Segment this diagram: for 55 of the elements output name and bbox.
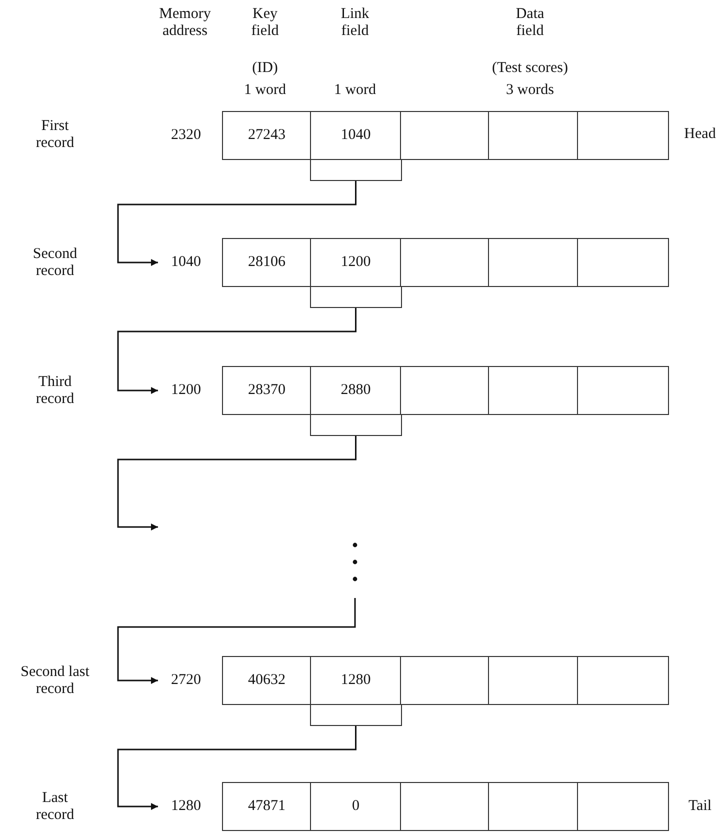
- memory-address: 1040: [162, 248, 210, 277]
- data-field-cell: [488, 238, 578, 287]
- link-field-cell: 1040: [310, 111, 402, 160]
- record-label: Last record: [34, 790, 76, 824]
- memory-address: 1280: [162, 792, 210, 821]
- column-note: 3 words: [505, 82, 555, 100]
- data-field-cell: [400, 782, 490, 831]
- pointer-bracket: [310, 414, 402, 436]
- data-field-cell: [400, 656, 490, 705]
- key-field-cell: 27243: [222, 111, 312, 160]
- pointer-bracket: [310, 704, 402, 726]
- pointer-bracket: [310, 286, 402, 308]
- column-note: 1 word: [242, 82, 288, 100]
- column-note: (Test scores): [490, 60, 569, 78]
- column-header: Data field: [514, 6, 546, 40]
- pointer-bracket: [310, 158, 402, 180]
- data-field-cell: [577, 238, 668, 287]
- arrow: [117, 180, 356, 266]
- data-field-cell: [577, 656, 668, 705]
- record-label: Second record: [32, 246, 78, 280]
- memory-address: 2720: [162, 666, 210, 695]
- key-field-cell: 28106: [222, 238, 312, 287]
- memory-address: 1200: [162, 376, 210, 405]
- column-note: (ID): [251, 60, 279, 78]
- key-field-cell: 28370: [222, 366, 312, 415]
- end-marker-label: Tail: [687, 798, 713, 816]
- record-label: Third record: [34, 374, 76, 408]
- key-field-cell: 47871: [222, 782, 312, 831]
- link-field-cell: 2880: [310, 366, 402, 415]
- data-field-cell: [400, 111, 490, 160]
- link-field-cell: 0: [310, 782, 402, 831]
- arrow: [117, 726, 356, 810]
- end-marker-label: Head: [683, 126, 717, 144]
- data-field-cell: [400, 366, 490, 415]
- data-field-cell: [577, 366, 668, 415]
- record-label: Second last record: [20, 664, 90, 698]
- data-field-cell: [577, 111, 668, 160]
- data-field-cell: [488, 366, 578, 415]
- arrow: [117, 436, 356, 530]
- column-header: Memory address: [158, 6, 212, 40]
- record-label: First record: [34, 118, 76, 152]
- memory-address: 2320: [162, 121, 210, 150]
- data-field-cell: [577, 782, 668, 831]
- data-field-cell: [488, 111, 578, 160]
- link-field-cell: 1200: [310, 238, 402, 287]
- key-field-cell: 40632: [222, 656, 312, 705]
- data-field-cell: [400, 238, 490, 287]
- data-field-cell: [488, 656, 578, 705]
- arrow: [117, 598, 356, 684]
- column-header: Link field: [340, 6, 370, 40]
- column-note: 1 word: [332, 82, 378, 100]
- arrow: [117, 308, 356, 394]
- column-header: Key field: [250, 6, 280, 40]
- data-field-cell: [488, 782, 578, 831]
- link-field-cell: 1280: [310, 656, 402, 705]
